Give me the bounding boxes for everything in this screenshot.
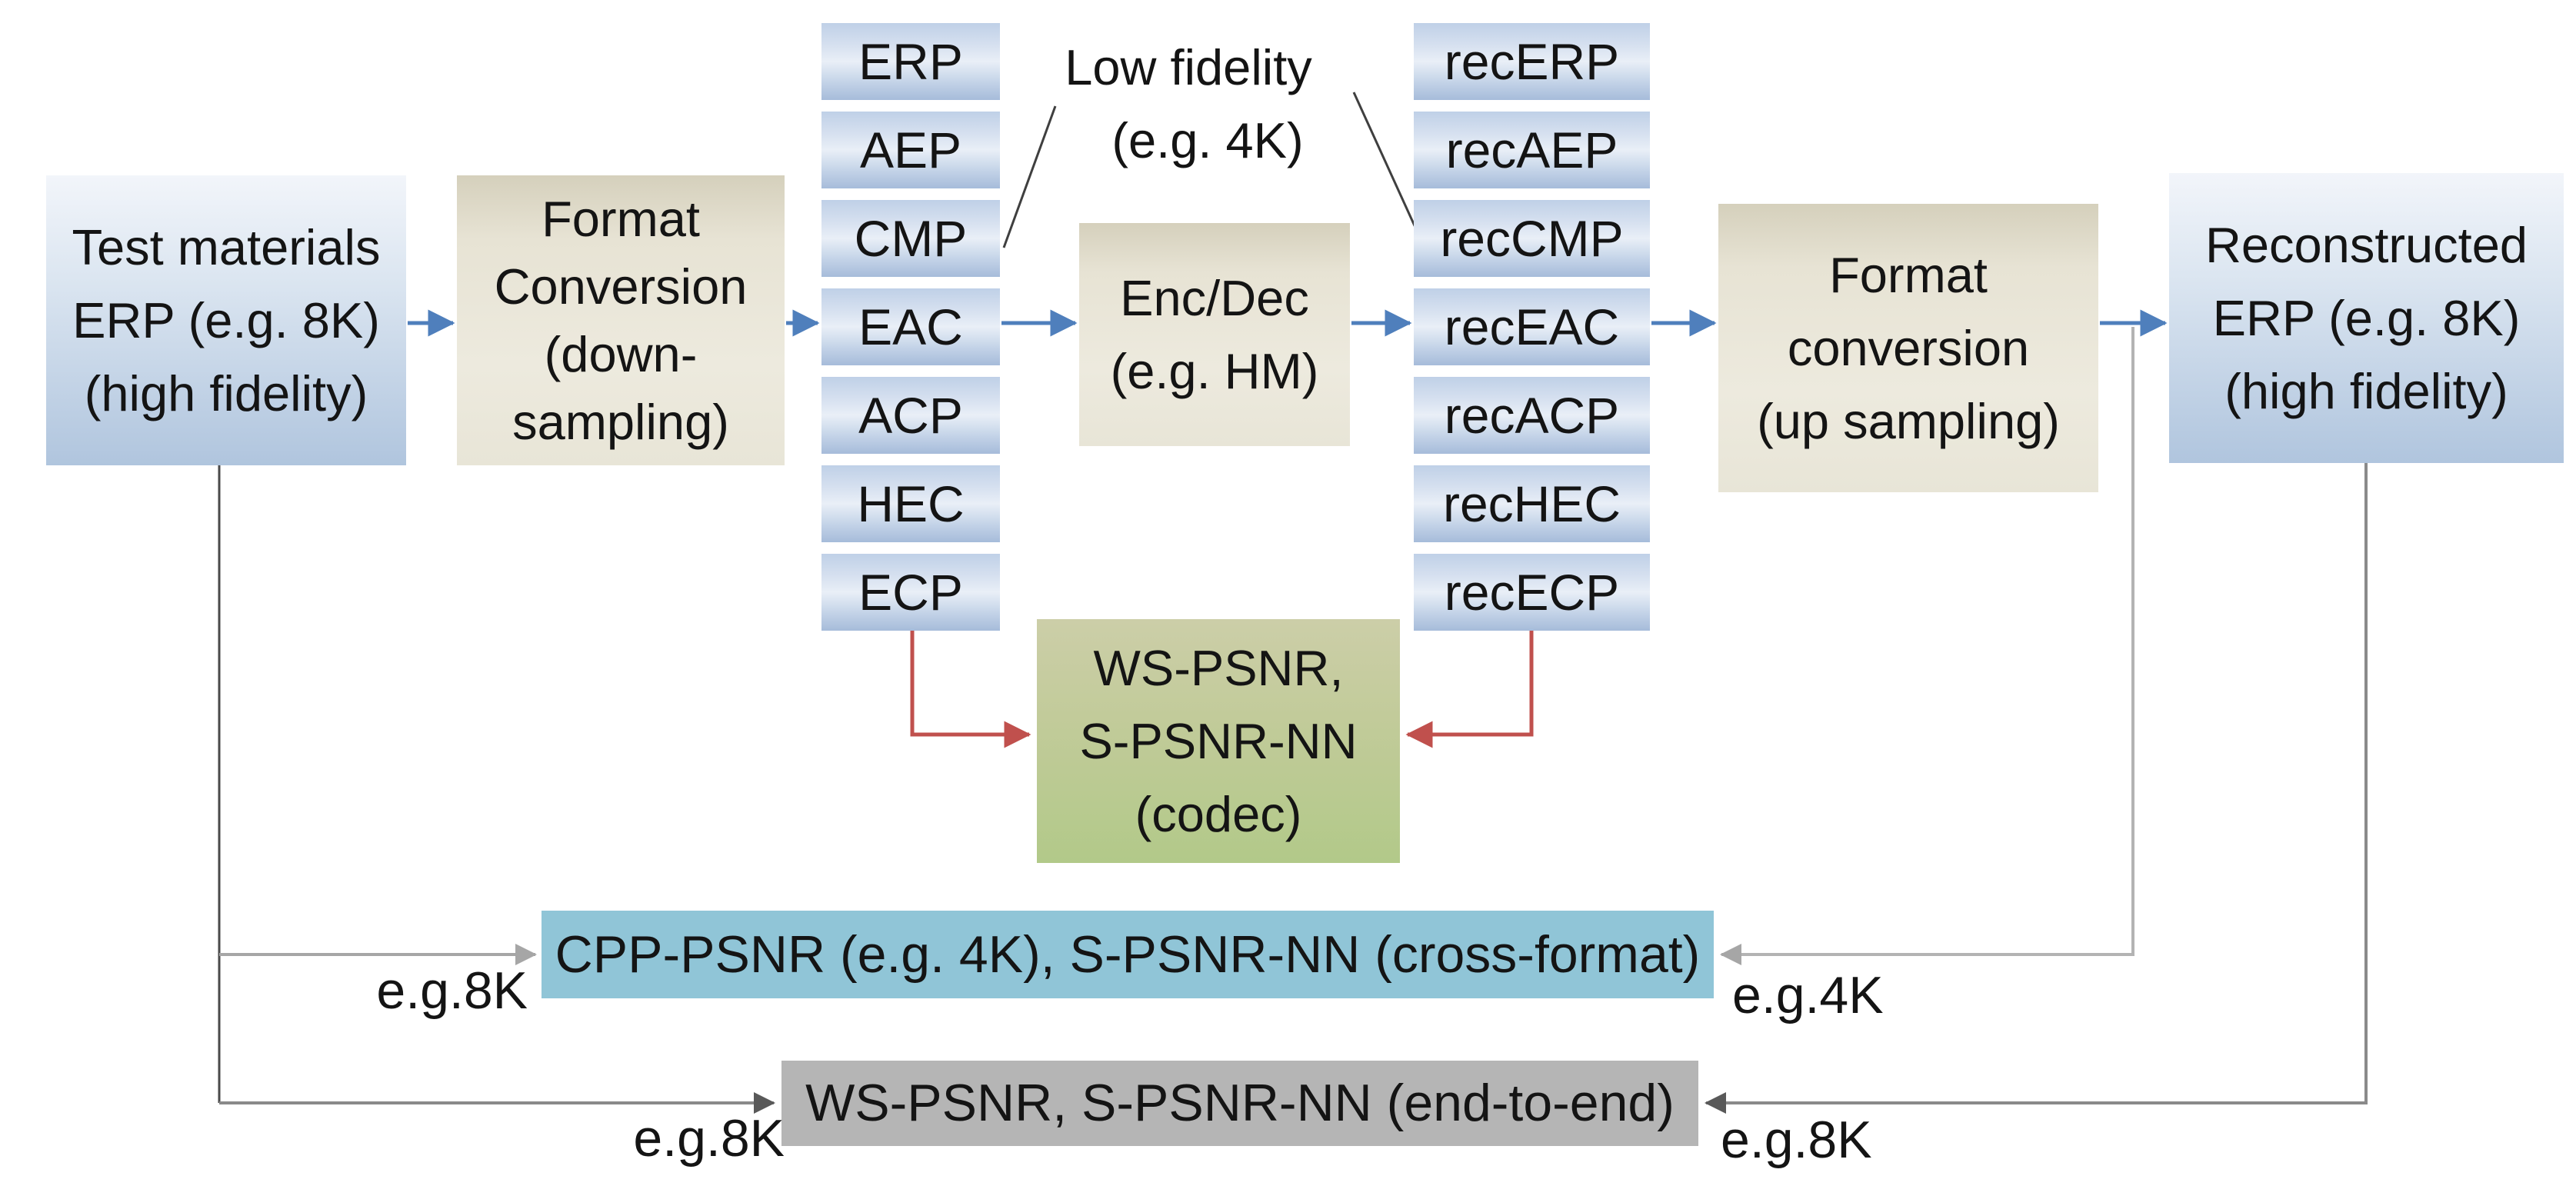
- node-text-line: (e.g. HM): [1110, 343, 1319, 399]
- annotation-low-fidelity: Low fidelity (e.g. 4K): [1023, 31, 1354, 177]
- node-text-line: ERP (e.g. 8K): [2212, 290, 2521, 346]
- node-format-conversion-down: Format Conversion (down- sampling): [457, 175, 785, 465]
- connector-upconversion-to-crossformat: [1720, 327, 2134, 965]
- node-text-line: Format: [542, 190, 700, 247]
- node-reconstructed-format-recacp: recACP: [1414, 377, 1650, 454]
- node-projection-format-aep: AEP: [821, 112, 1000, 188]
- label-endtoend-left-resolution: e.g.8K: [633, 1109, 785, 1168]
- node-projection-format-ecp: ECP: [821, 554, 1000, 631]
- node-cross-format-metrics: CPP-PSNR (e.g. 4K), S-PSNR-NN (cross-for…: [542, 911, 1714, 998]
- node-projection-format-eac: EAC: [821, 288, 1000, 365]
- node-enc-dec: Enc/Dec (e.g. HM): [1079, 223, 1350, 446]
- node-reconstructed-format-rececp: recECP: [1414, 554, 1650, 631]
- node-text-line: ERP (e.g. 8K): [72, 292, 380, 348]
- callout-line-to-reccmp: [1352, 92, 1418, 232]
- node-text-line: Format: [1829, 247, 1988, 303]
- node-reconstructed-format-receac: recEAC: [1414, 288, 1650, 365]
- node-reconstructed-format-recaep: recAEP: [1414, 112, 1650, 188]
- annotation-text-line: Low fidelity: [1065, 39, 1312, 95]
- node-text-line: Conversion: [494, 258, 748, 315]
- node-text-line: WS-PSNR,: [1093, 640, 1344, 696]
- node-text-line: (up sampling): [1757, 393, 2060, 449]
- node-text-line: (high fidelity): [84, 365, 368, 421]
- label-crossformat-right-resolution: e.g.4K: [1732, 966, 1884, 1024]
- node-text-line: conversion: [1787, 320, 2030, 376]
- node-text-line: (high fidelity): [2224, 363, 2508, 419]
- node-text-line: Enc/Dec: [1120, 270, 1309, 326]
- node-reconstructed-format-reccmp: recCMP: [1414, 200, 1650, 277]
- node-reconstructed-erp: Reconstructed ERP (e.g. 8K) (high fideli…: [2169, 173, 2564, 463]
- connector-ecp-to-codec-metrics: [910, 631, 1031, 748]
- node-text-line: Reconstructed: [2204, 217, 2528, 273]
- annotation-text-line: (e.g. 4K): [1111, 112, 1304, 168]
- node-codec-metrics: WS-PSNR, S-PSNR-NN (codec): [1037, 619, 1400, 863]
- connector-rececp-to-codec-metrics: [1405, 631, 1534, 748]
- node-projection-format-erp: ERP: [821, 23, 1000, 100]
- label-crossformat-left-resolution: e.g.8K: [376, 961, 528, 1020]
- node-test-materials: Test materials ERP (e.g. 8K) (high fidel…: [46, 175, 406, 465]
- node-reconstructed-format-recerp: recERP: [1414, 23, 1650, 100]
- node-projection-format-cmp: CMP: [821, 200, 1000, 277]
- connector-reconstructed-to-endtoend: [1705, 463, 2368, 1114]
- node-projection-format-acp: ACP: [821, 377, 1000, 454]
- label-endtoend-right-resolution: e.g.8K: [1721, 1111, 1872, 1169]
- node-text-line: (down-: [544, 325, 698, 382]
- node-text-line: (codec): [1135, 786, 1302, 842]
- node-text-line: S-PSNR-NN: [1079, 713, 1358, 769]
- node-text-line: sampling): [512, 393, 729, 450]
- node-end-to-end-metrics: WS-PSNR, S-PSNR-NN (end-to-end): [781, 1061, 1698, 1146]
- node-format-conversion-up: Format conversion (up sampling): [1718, 204, 2098, 492]
- node-reconstructed-format-rechec: recHEC: [1414, 465, 1650, 542]
- node-projection-format-hec: HEC: [821, 465, 1000, 542]
- callout-line-to-cmp: [1002, 105, 1057, 248]
- node-text-line: Test materials: [72, 219, 381, 275]
